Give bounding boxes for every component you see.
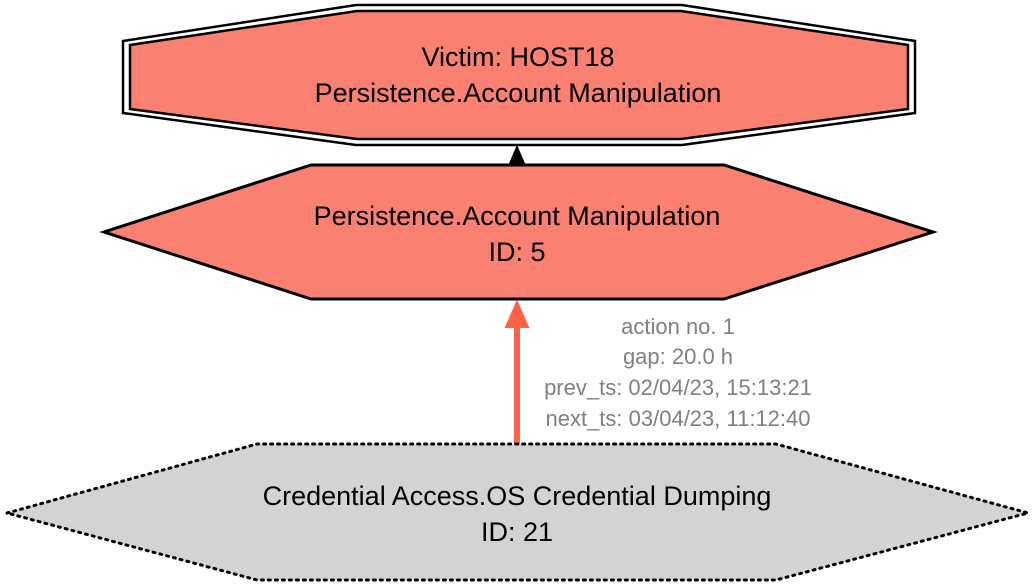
node-action-5-shape — [99, 163, 938, 301]
node-victim-outer-border — [121, 3, 917, 147]
node-action-21-shape — [1, 442, 1034, 582]
node-victim[interactable]: Victim: HOST18 Persistence.Account Manip… — [121, 3, 917, 147]
edge-label-action-no: action no. 1 — [621, 314, 735, 339]
node-action-5-title: Persistence.Account Manipulation — [314, 201, 721, 231]
node-victim-shape — [128, 9, 910, 141]
node-victim-subtitle: Persistence.Account Manipulation — [315, 78, 722, 108]
edge-label-next-ts: next_ts: 03/04/23, 11:12:40 — [545, 406, 810, 431]
node-action-21-title: Credential Access.OS Credential Dumping — [263, 481, 772, 511]
edge-label-gap: gap: 20.0 h — [623, 344, 733, 369]
node-victim-title: Victim: HOST18 — [421, 42, 614, 72]
node-action-5-id: ID: 5 — [488, 237, 545, 267]
edge-action21-to-action5: action no. 1 gap: 20.0 h prev_ts: 02/04/… — [504, 299, 812, 444]
edge-label-prev-ts: prev_ts: 02/04/23, 15:13:21 — [544, 375, 812, 400]
node-action-21[interactable]: Credential Access.OS Credential Dumping … — [1, 442, 1034, 582]
node-action-21-id: ID: 21 — [481, 517, 553, 547]
node-action-5[interactable]: Persistence.Account Manipulation ID: 5 — [99, 163, 938, 301]
edge-action21-to-action5-arrowhead — [504, 299, 530, 328]
